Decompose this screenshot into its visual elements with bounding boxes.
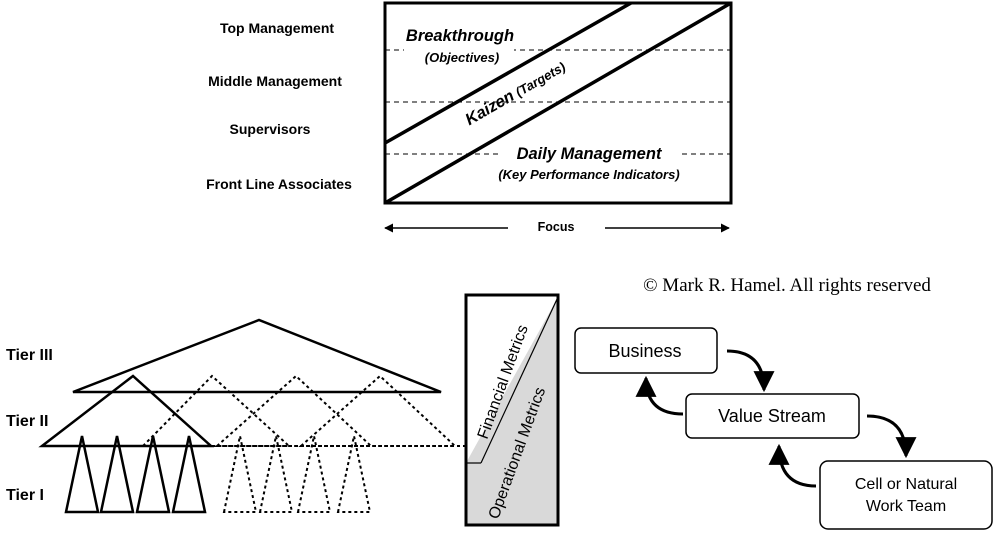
level-front-line: Front Line Associates bbox=[206, 176, 352, 192]
arrow-value-stream-to-cell bbox=[866, 414, 917, 459]
tier-1-triangle-solid bbox=[171, 435, 207, 514]
level-middle-management: Middle Management bbox=[208, 73, 342, 89]
cell-team-box bbox=[819, 460, 993, 530]
tier-1-triangle-dotted bbox=[336, 435, 372, 513]
tier-2-label: Tier II bbox=[6, 413, 48, 430]
metrics-box: Financial Metrics Operational Metrics bbox=[464, 293, 560, 527]
breakthrough-label: Breakthrough bbox=[406, 27, 514, 45]
diagonal-divider bbox=[384, 1, 732, 205]
business-box bbox=[574, 327, 718, 374]
tier-1-triangle-dotted bbox=[258, 435, 294, 513]
focus-axis: Focus bbox=[384, 220, 730, 234]
level-top-management: Top Management bbox=[220, 20, 334, 36]
kpi-label: (Key Performance Indicators) bbox=[498, 167, 679, 182]
tier-2-triangle-solid bbox=[38, 374, 215, 448]
tier-2-triangle-dotted bbox=[298, 374, 458, 447]
value-stream-box bbox=[685, 393, 860, 439]
metrics-divider bbox=[480, 296, 559, 464]
cell-label-line1: Cell or Natural bbox=[855, 476, 957, 493]
focus-label: Focus bbox=[538, 220, 575, 234]
copyright-notice: © Mark R. Hamel. All rights reserved bbox=[643, 275, 931, 296]
arrow-business-to-value-stream bbox=[726, 349, 775, 393]
focus-matrix: Breakthrough (Objectives) Kaizen (Target… bbox=[383, 1, 733, 205]
arrow-value-stream-to-business bbox=[635, 375, 684, 416]
tier-2-triangle-dotted bbox=[140, 374, 292, 447]
metrics-frame bbox=[464, 293, 560, 527]
objectives-label: (Objectives) bbox=[425, 50, 499, 65]
level-supervisors: Supervisors bbox=[230, 121, 311, 137]
arrow-cell-to-value-stream bbox=[768, 443, 817, 488]
tier-2-triangle-dotted bbox=[214, 374, 374, 447]
tier-1-triangle-dotted bbox=[296, 435, 332, 513]
tier-pyramids bbox=[38, 318, 466, 514]
tier-1-label: Tier I bbox=[6, 487, 44, 504]
diagonal-divider bbox=[384, 1, 632, 145]
tier-1-triangle-solid bbox=[64, 435, 100, 514]
business-label: Business bbox=[608, 341, 681, 361]
tier-1-triangle-solid bbox=[135, 435, 171, 514]
daily-management-label: Daily Management bbox=[517, 145, 663, 163]
cell-label-line2: Work Team bbox=[866, 498, 946, 515]
tier-1-triangle-solid bbox=[99, 435, 135, 514]
tier-1-triangle-dotted bbox=[222, 435, 258, 513]
value-stream-label: Value Stream bbox=[718, 406, 826, 426]
tier-3-triangle bbox=[72, 318, 442, 394]
operational-shade bbox=[466, 297, 558, 525]
flow-diagram: Business Value Stream Cell or Natural Wo… bbox=[574, 327, 993, 530]
tier-3-label: Tier III bbox=[6, 347, 53, 364]
